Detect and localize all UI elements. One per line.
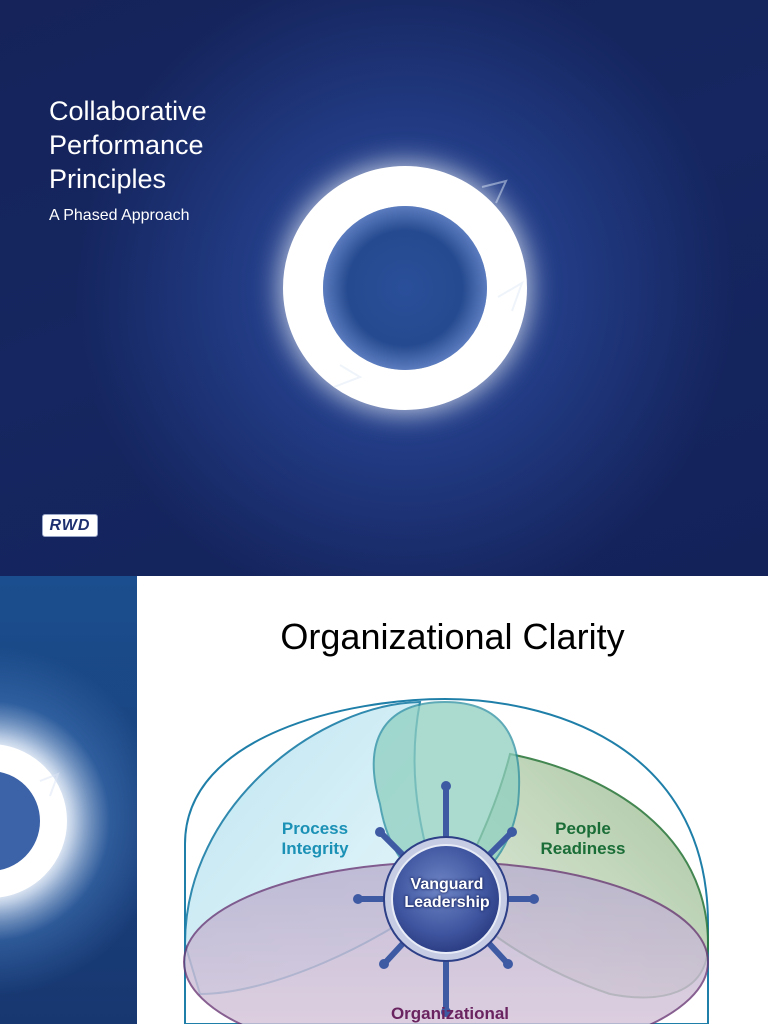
process-integrity-label: Process Integrity	[281, 819, 349, 858]
rwd-logo: RWD	[42, 514, 98, 537]
vanguard-leadership-label: Vanguard Leadership	[404, 876, 490, 911]
glowing-ring-graphic	[281, 164, 529, 412]
slide-subtitle: A Phased Approach	[49, 207, 190, 224]
clarity-diagram	[183, 697, 710, 1024]
content-slide: Organizational Clarity	[0, 576, 768, 1024]
ring-fragment-graphic	[0, 742, 69, 900]
organizational-label: Organizational	[390, 1004, 510, 1023]
title-slide: Collaborative Performance Principles A P…	[0, 0, 768, 576]
slide-title: Organizational Clarity	[280, 616, 625, 657]
hub-center	[391, 844, 501, 954]
slide-sidebar	[0, 576, 137, 1024]
slide-title: Collaborative Performance Principles	[49, 96, 207, 194]
people-readiness-label: People Readiness	[540, 819, 626, 858]
